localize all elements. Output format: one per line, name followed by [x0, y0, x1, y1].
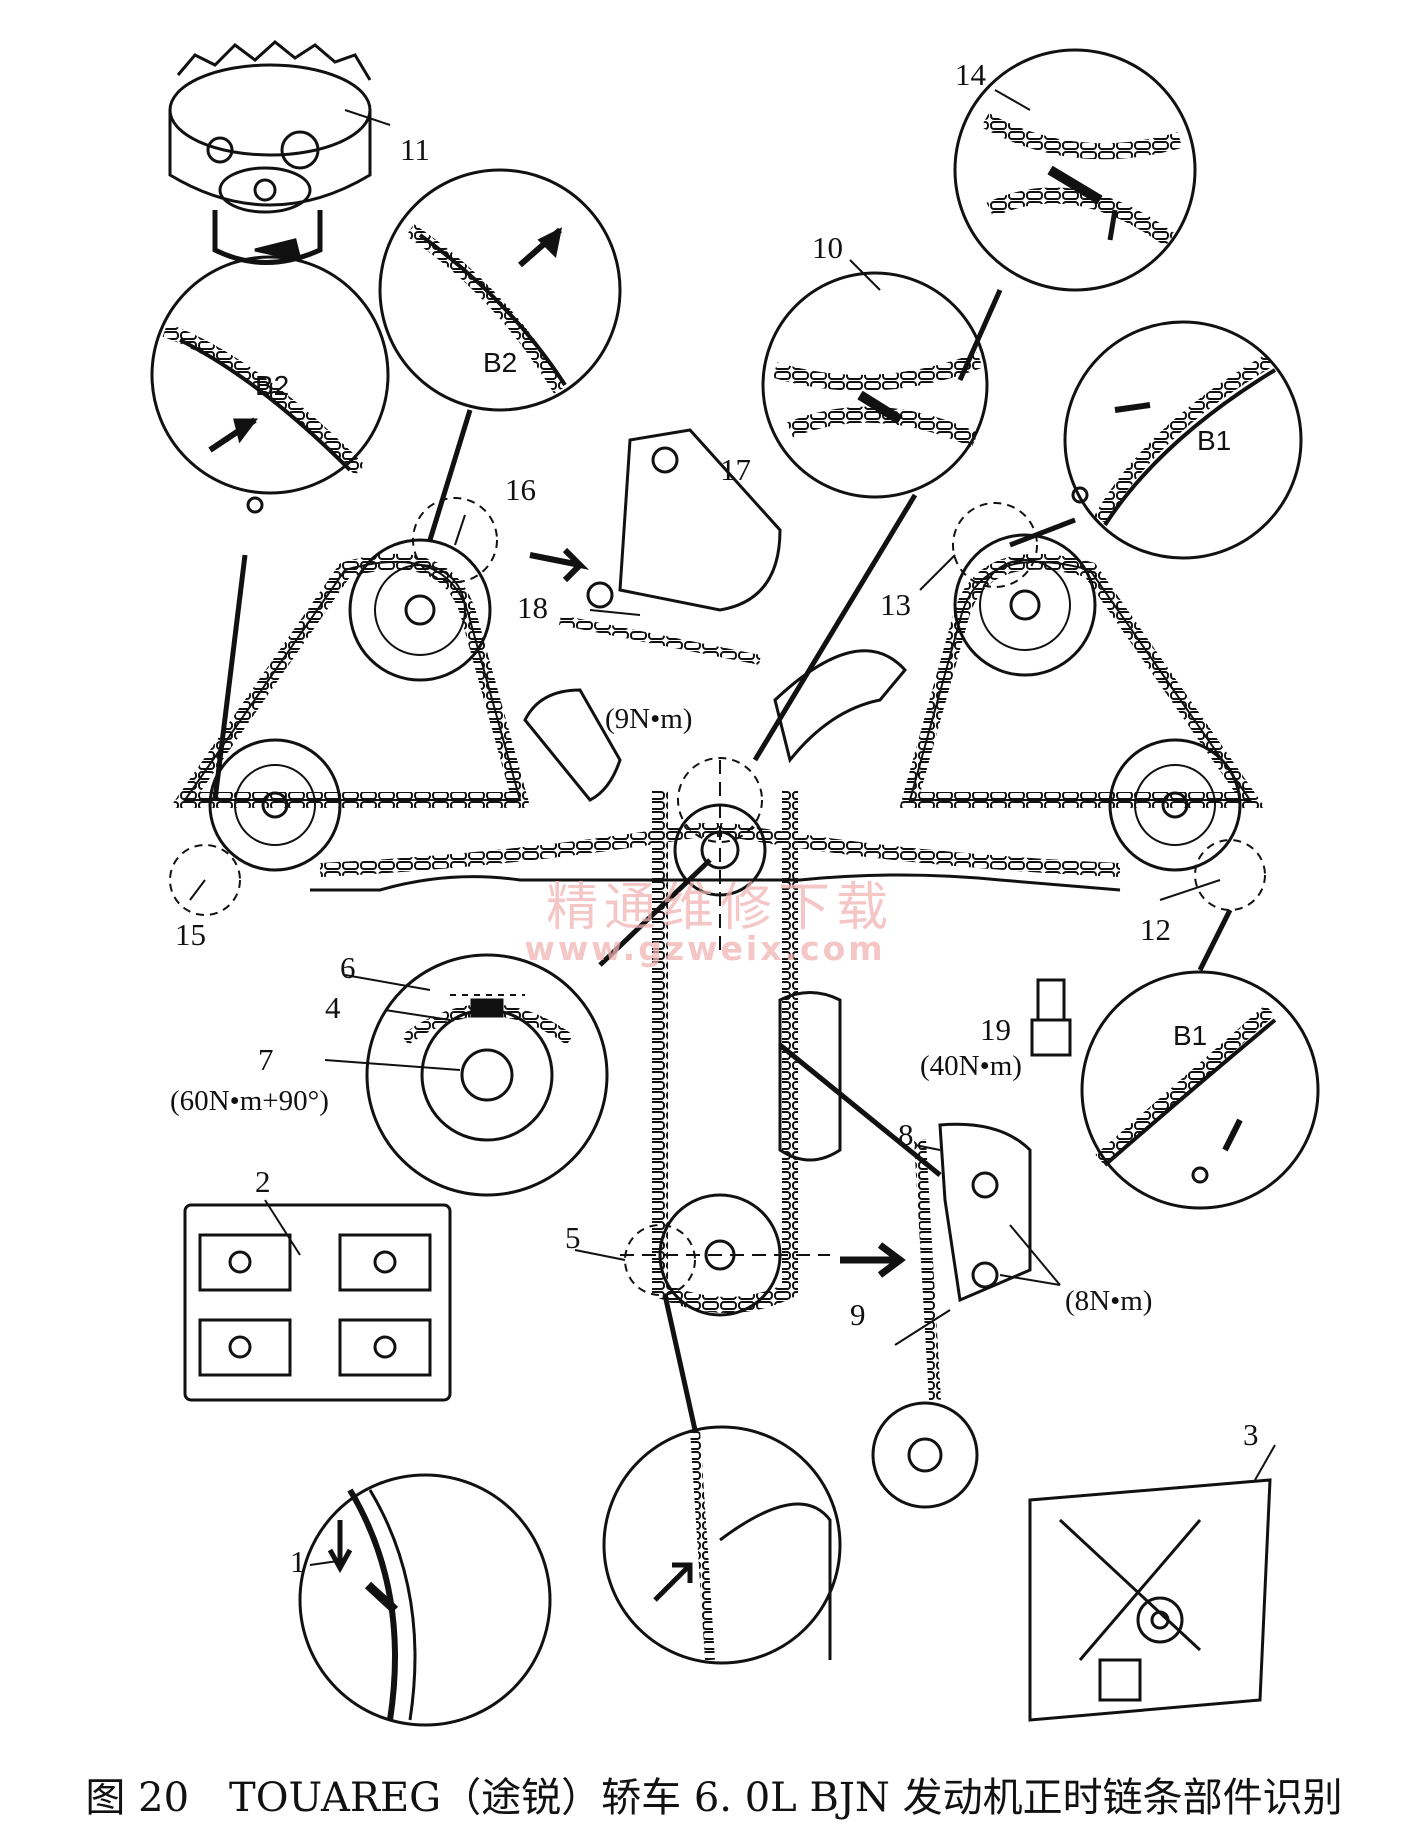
callout-12: 12: [1140, 912, 1171, 947]
torque-9n: (9N•m): [605, 703, 692, 735]
mark-b1-upper: B1: [1197, 425, 1231, 456]
callout-17: 17: [720, 452, 751, 487]
detail-b2-left: [150, 255, 390, 514]
magnifier-connectors: [212, 288, 1233, 1431]
detail-b1-lower: [1080, 970, 1320, 1210]
callout-10: 10: [812, 230, 843, 265]
callout-14: 14: [955, 57, 987, 92]
camshaft-adjuster-detail: [168, 40, 372, 265]
detail-1: [298, 1473, 552, 1727]
callout-11: 11: [400, 132, 430, 167]
mark-b1-lower: B1: [1173, 1020, 1207, 1051]
watermark-text: 精通维修下载: [546, 878, 894, 938]
mark-b2-right: B2: [483, 347, 517, 378]
callout-3: 3: [1243, 1417, 1259, 1452]
callout-5: 5: [565, 1220, 581, 1255]
torque-7: (60N•m+90°): [170, 1085, 329, 1117]
center-drive-chain: [310, 760, 1121, 1317]
leader-lines: [189, 89, 1276, 1566]
callout-13: 13: [880, 587, 911, 622]
detail-7: [365, 953, 609, 1197]
left-bank-chain: [169, 538, 531, 872]
callout-9: 9: [850, 1297, 866, 1332]
callout-19: 19: [980, 1012, 1011, 1047]
tensioner-17: [529, 428, 782, 665]
callout-1: 1: [290, 1544, 306, 1579]
figure-caption: 图 20 TOUAREG（途锐）轿车 6. 0L BJN 发动机正时链条部件识别: [85, 1775, 1343, 1821]
drain-bolt-19: [1030, 978, 1072, 1057]
detail-5-lower: [602, 1425, 842, 1665]
detail-b1-upper: [1063, 320, 1303, 560]
callout-16: 16: [505, 472, 536, 507]
tensioner-8: [840, 1122, 1032, 1509]
callout-18: 18: [517, 590, 548, 625]
callout-6: 6: [340, 950, 356, 985]
callout-7: 7: [258, 1042, 274, 1077]
detail-10: [761, 271, 989, 499]
callout-4: 4: [325, 990, 341, 1025]
detail-14: [953, 48, 1197, 292]
torque-8n: (8N•m): [1065, 1285, 1152, 1317]
detail-b2-right: [378, 168, 622, 412]
callout-8: 8: [898, 1117, 914, 1152]
mark-b2-left: B2: [255, 370, 289, 401]
detail-3: [1028, 1478, 1272, 1722]
callout-15: 15: [175, 917, 206, 952]
detail-2: [183, 1203, 452, 1402]
chain-guides: [523, 649, 907, 1162]
mark-circles: [169, 497, 1266, 1296]
watermark-url: www.gzweix.com: [524, 929, 885, 968]
torque-40n: (40N•m): [920, 1050, 1022, 1082]
right-bank-chain: [899, 533, 1266, 872]
callout-2: 2: [255, 1164, 271, 1199]
